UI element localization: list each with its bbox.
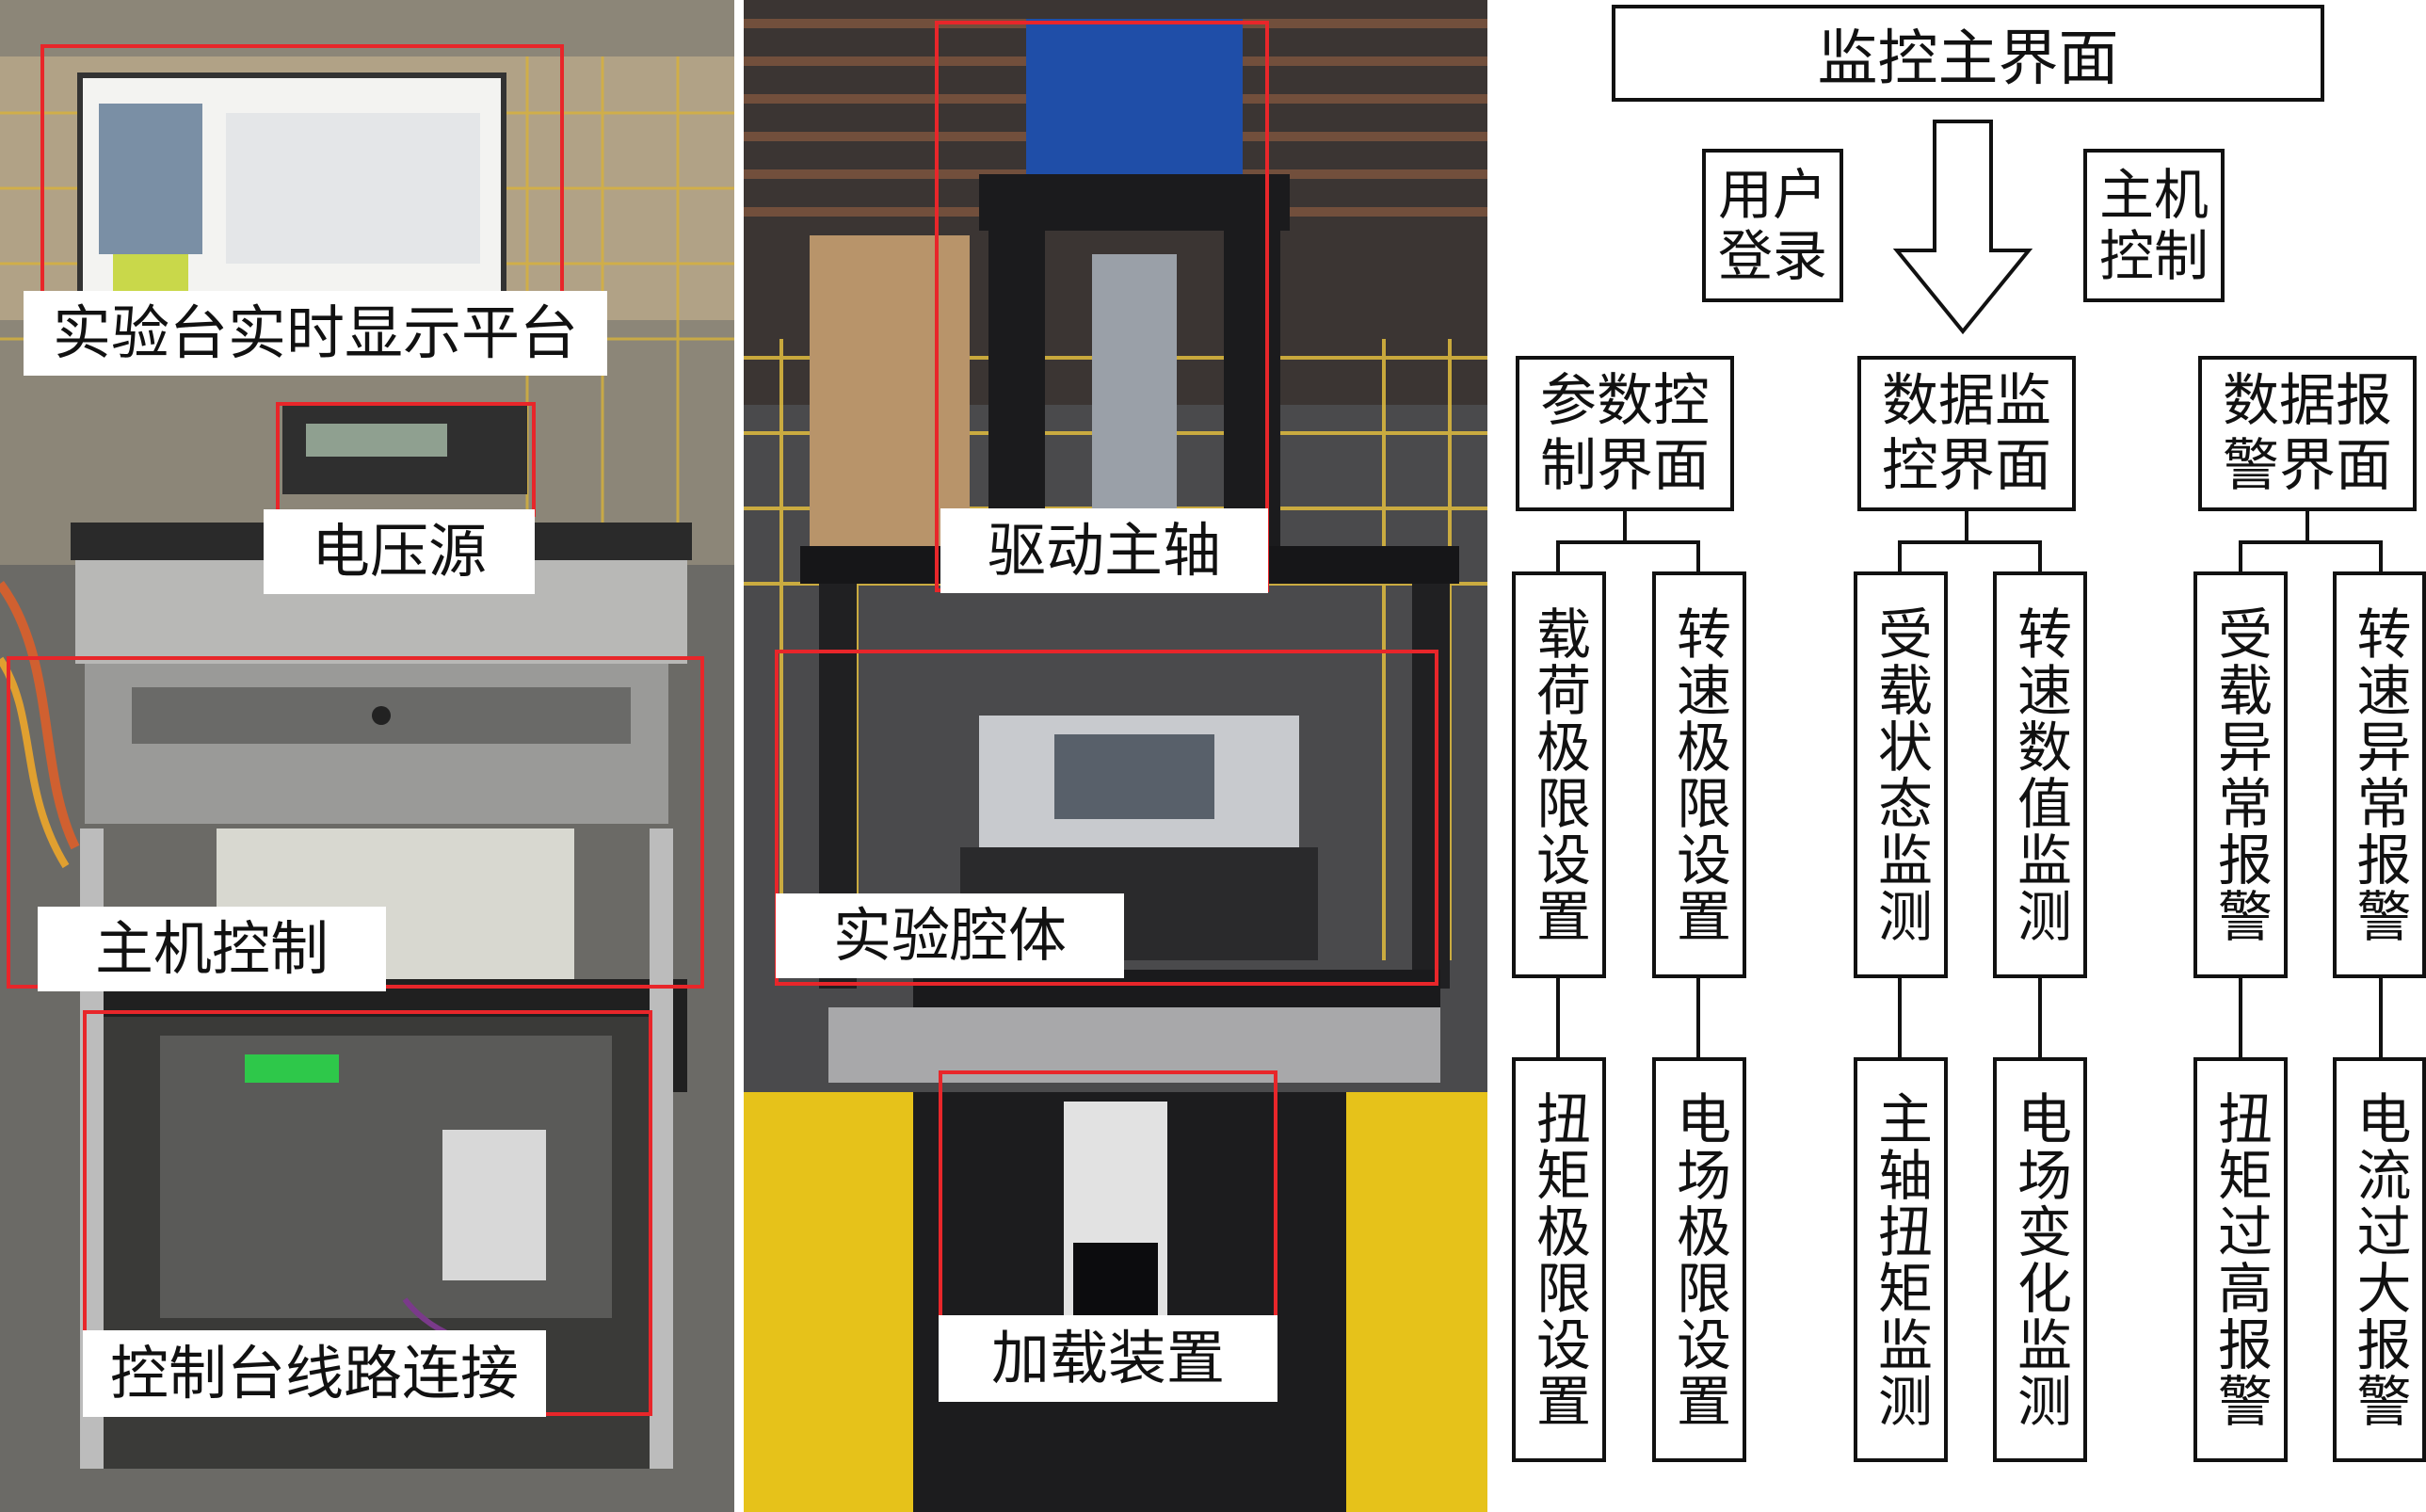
section-data-alarm-box: 数据报警界面 (2198, 356, 2417, 511)
connector-line (1898, 540, 2042, 544)
connector-line (1898, 975, 1902, 1060)
label-display-platform: 实验台实时显示平台 (24, 291, 607, 376)
highlight-display-platform (40, 44, 564, 332)
item-speed-limit-setting: 转速极限设置 (1652, 571, 1746, 978)
connector-line (2379, 975, 2383, 1060)
item-speed-value-monitor: 转速数值监测 (1993, 571, 2087, 978)
down-arrow-icon (1892, 120, 2033, 335)
connector-line (1696, 540, 1700, 573)
highlight-test-chamber (775, 650, 1438, 986)
section-parameter-control-title: 参数控制界面 (1540, 367, 1710, 499)
user-login-text: 用户登录 (1717, 162, 1827, 288)
connector-line (1556, 975, 1560, 1060)
connector-line (1898, 540, 1902, 573)
section-data-monitor-box: 数据监控界面 (1857, 356, 2076, 511)
label-drive-spindle: 驱动主轴 (940, 508, 1268, 593)
console-photo-illustration (0, 0, 734, 1512)
item-load-abnormal-alarm: 受载异常报警 (2193, 571, 2288, 978)
highlight-voltage-source (276, 402, 536, 517)
connector-line (2038, 975, 2042, 1060)
connector-line (2038, 540, 2042, 573)
connector-line (2239, 540, 2242, 573)
label-test-chamber: 实验腔体 (776, 893, 1124, 978)
connector-line (1965, 511, 1968, 542)
connector-line (1556, 540, 1560, 573)
host-control-box: 主机控制 (2083, 149, 2225, 302)
item-speed-abnormal-alarm: 转速异常报警 (2333, 571, 2426, 978)
section-data-alarm-title: 数据报警界面 (2223, 367, 2392, 499)
connector-line (1696, 975, 1700, 1060)
label-console-wiring: 控制台线路连接 (83, 1330, 546, 1417)
section-data-monitor-title: 数据监控界面 (1882, 367, 2051, 499)
item-torque-limit-setting: 扭矩极限设置 (1512, 1057, 1606, 1462)
item-field-limit-setting: 电场极限设置 (1652, 1057, 1746, 1462)
label-loading-device: 加载装置 (939, 1315, 1277, 1402)
label-voltage-source: 电压源 (264, 509, 535, 594)
connector-line (1556, 540, 1700, 544)
connector-line (2379, 540, 2383, 573)
item-spindle-torque-monitor: 主轴扭矩监测 (1854, 1057, 1948, 1462)
user-login-box: 用户登录 (1702, 149, 1843, 302)
item-torque-high-alarm: 扭矩过高报警 (2193, 1057, 2288, 1462)
connector-line (2306, 511, 2309, 542)
connector-line (2239, 975, 2242, 1060)
item-field-change-monitor: 电场变化监测 (1993, 1057, 2087, 1462)
section-parameter-control-box: 参数控制界面 (1516, 356, 1734, 511)
item-load-limit-setting: 载荷极限设置 (1512, 571, 1606, 978)
connector-line (1623, 511, 1627, 542)
label-host-control: 主机控制 (38, 907, 386, 991)
main-interface-box: 监控主界面 (1612, 5, 2324, 102)
connector-line (2239, 540, 2383, 544)
highlight-drive-spindle (935, 21, 1269, 592)
host-control-text: 主机控制 (2098, 162, 2209, 288)
item-load-state-monitor: 受载状态监测 (1854, 571, 1948, 978)
item-current-high-alarm: 电流过大报警 (2333, 1057, 2426, 1462)
photo-console (0, 0, 734, 1512)
